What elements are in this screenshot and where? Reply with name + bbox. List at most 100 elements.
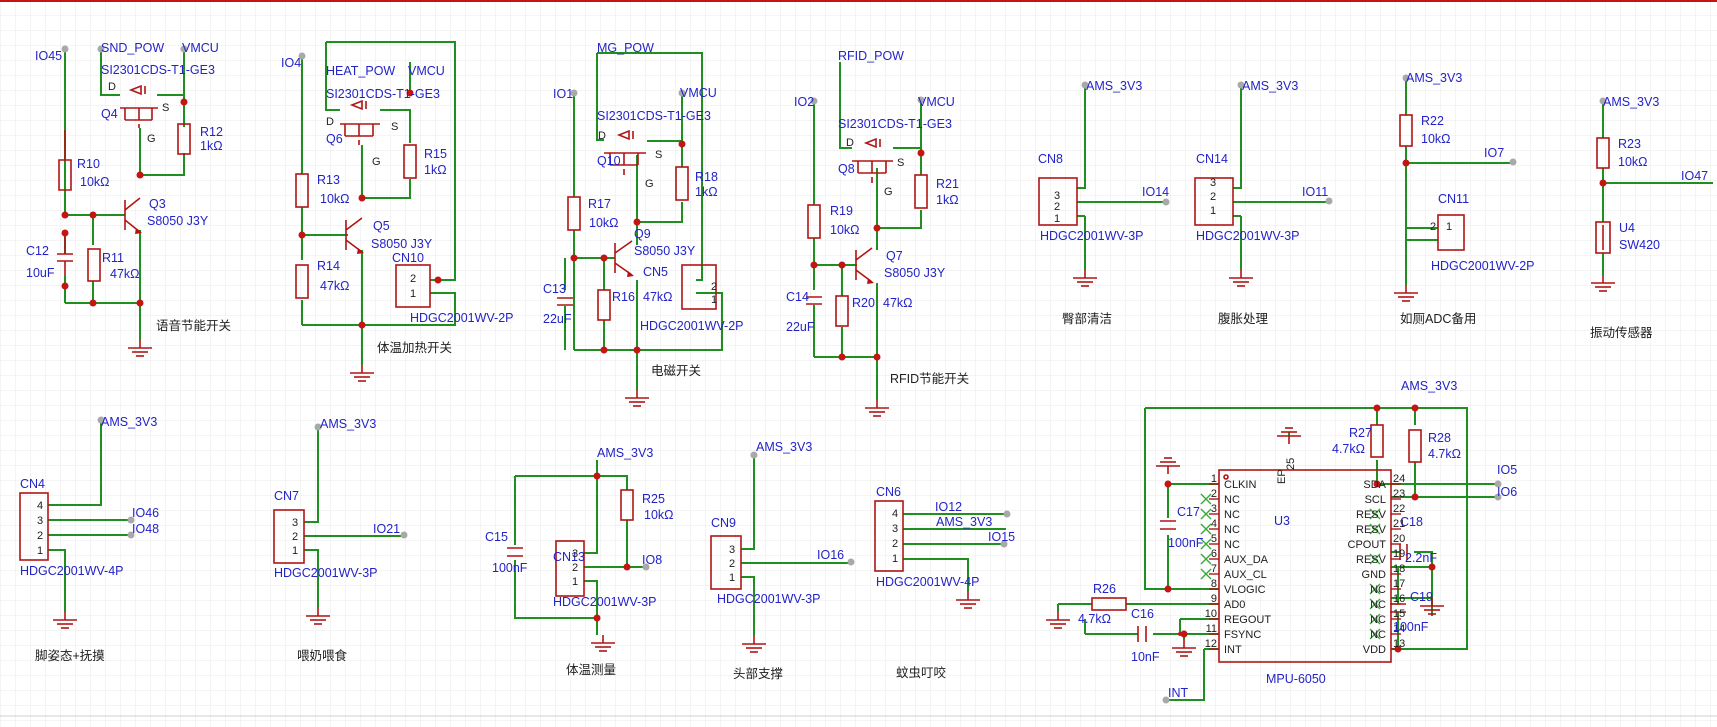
- block-caption: 喂奶喂食: [297, 648, 348, 663]
- res-ref: R13: [317, 173, 340, 187]
- pin-g: G: [645, 178, 654, 190]
- pin-name: GND: [1362, 569, 1387, 581]
- block-caption: RFID节能开关: [890, 372, 969, 386]
- conn-ref: CN4: [20, 477, 45, 491]
- pin-number: 12: [1205, 638, 1217, 650]
- mosfet-ref: Q6: [326, 132, 343, 146]
- pin-s: S: [655, 149, 662, 161]
- cap-val: 2.2nF: [1405, 551, 1437, 565]
- res-ref: R23: [1618, 137, 1641, 151]
- ic-ref: U3: [1274, 514, 1290, 528]
- res-ref: R12: [200, 125, 223, 139]
- cap-ref: C17: [1177, 505, 1200, 519]
- pin-3: 3: [37, 515, 43, 527]
- pin-name: NC: [1370, 599, 1386, 611]
- pin-4: 4: [892, 508, 898, 520]
- conn-part: HDGC2001WV-2P: [1431, 259, 1535, 273]
- conn-val: 47kΩ: [643, 290, 673, 304]
- res-ref: R10: [77, 157, 100, 171]
- conn-ref: CN13: [553, 550, 585, 564]
- res-val: 10kΩ: [830, 223, 860, 237]
- pin-1: 1: [37, 545, 43, 557]
- pin-name: NC: [1224, 524, 1240, 536]
- conn-ref: CN6: [876, 485, 901, 499]
- switch-ref: U4: [1619, 221, 1635, 235]
- net-vmcu: VMCU: [680, 86, 717, 100]
- net-io8: IO8: [642, 553, 662, 567]
- conn-ref: CN7: [274, 489, 299, 503]
- res-val: 47kΩ: [883, 296, 913, 310]
- net-vmcu: VMCU: [182, 41, 219, 55]
- net-snd-pow: SND_POW: [101, 41, 164, 55]
- conn-ref: CN5: [643, 265, 668, 279]
- conn-part: HDGC2001WV-4P: [20, 564, 124, 578]
- res-ref: R22: [1421, 114, 1444, 128]
- pin-g: G: [147, 133, 156, 145]
- net-ams-3v3: AMS_3V3: [1086, 79, 1142, 93]
- block-caption: 如厕ADC备用: [1400, 311, 1476, 326]
- net-vmcu: VMCU: [408, 64, 445, 78]
- pin-g: G: [884, 186, 893, 198]
- block-caption: 蚊虫叮咬: [896, 665, 947, 680]
- res-val: 4.7kΩ: [1078, 612, 1111, 626]
- res-ref: R26: [1093, 582, 1116, 596]
- block-cn14: AMS_3V3 CN14 IO11 3 2 1 HDGC2001WV-3P 腹胀…: [1194, 79, 1333, 326]
- pin-name: CPOUT: [1348, 539, 1387, 551]
- conn-ref: CN14: [1196, 152, 1228, 166]
- pin-d: D: [326, 116, 334, 128]
- conn-part: HDGC2001WV-3P: [1040, 229, 1144, 243]
- net-io6: IO6: [1497, 485, 1517, 499]
- net-ams-3v3: AMS_3V3: [756, 440, 812, 454]
- pin-number: 3: [1211, 503, 1217, 515]
- res-val: 1kΩ: [200, 139, 223, 153]
- pin-number: 1: [1211, 473, 1217, 485]
- block-cn6: CN6 IO12 AMS_3V3 IO15 4 3 2 1 HDGC2001WV…: [874, 485, 1015, 680]
- block-caption: 腹胀处理: [1218, 312, 1269, 326]
- pin-d: D: [846, 137, 854, 149]
- pin-3: 3: [292, 517, 298, 529]
- pin-s: S: [897, 157, 904, 169]
- mosfet-ref: Q10: [597, 154, 621, 168]
- pin-number: 10: [1205, 608, 1217, 620]
- net-ams-3v3: AMS_3V3: [1603, 95, 1659, 109]
- net-io5: IO5: [1497, 463, 1517, 477]
- res-ref: R18: [695, 170, 718, 184]
- net-ams-3v3: AMS_3V3: [1406, 71, 1462, 85]
- net-io2: IO2: [794, 95, 814, 109]
- net-io48: IO48: [132, 522, 159, 536]
- pin-name: NC: [1224, 509, 1240, 521]
- conn-part: HDGC2001WV-3P: [553, 595, 657, 609]
- mosfet-part: SI2301CDS-T1-GE3: [838, 117, 952, 131]
- net-io16: IO16: [817, 548, 844, 562]
- pin-number: 17: [1393, 578, 1405, 590]
- net-rfid-pow: RFID_POW: [838, 49, 904, 63]
- pin-name: SCL: [1365, 494, 1386, 506]
- res-val: 47kΩ: [110, 267, 140, 281]
- conn-ref: CN8: [1038, 152, 1063, 166]
- pin-number: 2: [1211, 488, 1217, 500]
- pin-number: 24: [1393, 473, 1405, 485]
- net-io47: IO47: [1681, 169, 1708, 183]
- conn-ref: CN9: [711, 516, 736, 530]
- pin-name: NC: [1224, 494, 1240, 506]
- net-ams-3v3: AMS_3V3: [320, 417, 376, 431]
- net-io21: IO21: [373, 522, 400, 536]
- cap-ref: C16: [1131, 607, 1154, 621]
- res-ref: R14: [317, 259, 340, 273]
- res-val: 1kΩ: [695, 185, 718, 199]
- pin-name: RESV: [1356, 554, 1387, 566]
- pin-1: 1: [1446, 221, 1452, 233]
- net-io11: IO11: [1302, 185, 1328, 199]
- conn-ref: CN10: [392, 251, 424, 265]
- ep-pin-name: EP: [1276, 469, 1288, 484]
- cap-val: 10uF: [26, 266, 55, 280]
- block-cn8: AMS_3V3 CN8 IO14 3 2 1 HDGC2001WV-3P 臀部清…: [1038, 79, 1170, 326]
- pin-3: 3: [572, 548, 578, 560]
- pin-number: 21: [1393, 518, 1405, 530]
- pin-name: NC: [1370, 584, 1386, 596]
- net-mg-pow: MG_POW: [597, 41, 654, 55]
- net-io12: IO12: [935, 500, 962, 514]
- pin-name: REGOUT: [1224, 614, 1271, 626]
- block-cn11: AMS_3V3 R22 10kΩ IO7 CN11 2 1 HDGC2001WV…: [1393, 71, 1535, 326]
